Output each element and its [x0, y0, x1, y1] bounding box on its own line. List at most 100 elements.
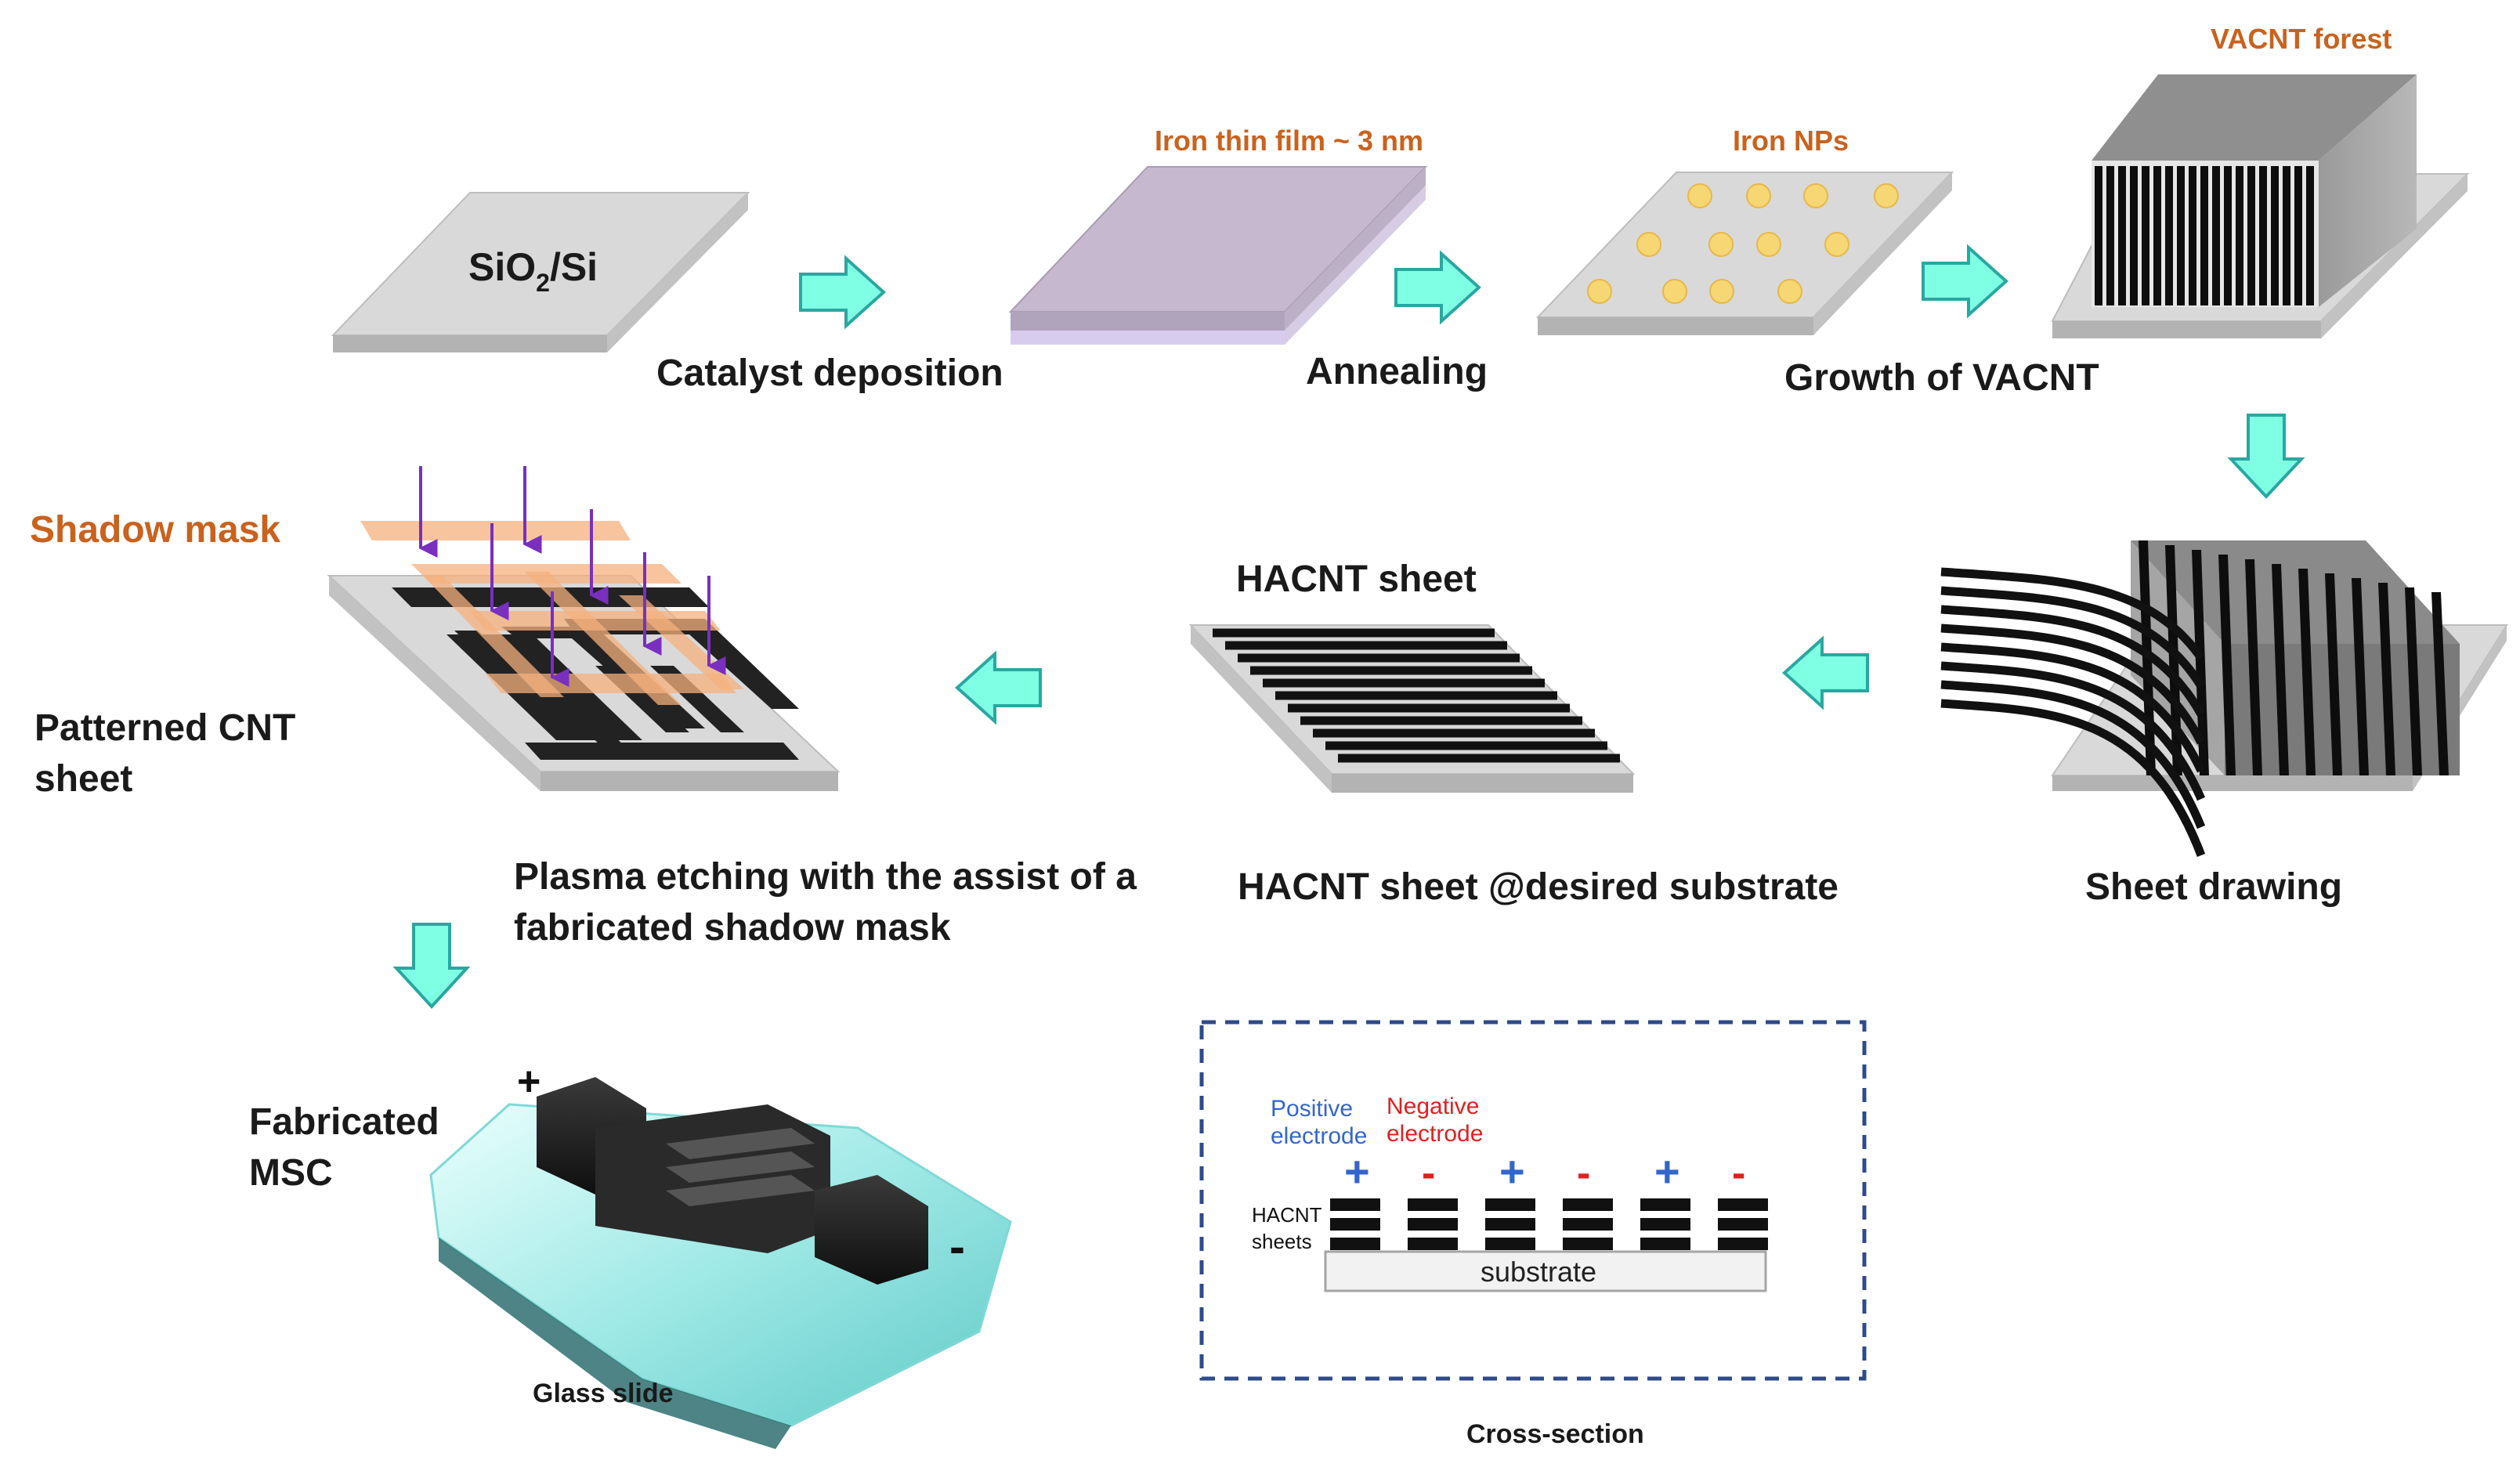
polarity-sign: +	[1344, 1147, 1370, 1196]
vacnt-forest-label: VACNT forest	[2211, 23, 2392, 55]
vacnt-tube	[2259, 166, 2267, 305]
negative-electrode-label-1: Negative	[1387, 1093, 1479, 1119]
patterned-cnt-label-1: Patterned CNT	[34, 707, 295, 749]
drawn-sheet-strand	[1940, 642, 2205, 773]
iron-nps-substrate	[1535, 172, 1954, 335]
sheet-drawing-label: Sheet drawing	[2085, 866, 2342, 908]
iron-film-substrate	[1008, 166, 1428, 345]
flow-arrow-right-3	[1922, 244, 2008, 319]
plasma-label-1: Plasma etching with the assist of a	[514, 856, 1137, 898]
hacnt-sheet-layer	[1640, 1218, 1690, 1231]
iron-nanoparticle	[1636, 232, 1661, 257]
iron-nanoparticle	[1662, 279, 1687, 304]
hacnt-sheets-label-1: HACNT	[1252, 1203, 1322, 1227]
vacnt-tube	[2095, 166, 2102, 305]
vacnt-tube	[2189, 166, 2196, 305]
iron-nanoparticles	[1587, 183, 1899, 304]
hacnt-sheet-lines	[1213, 628, 1620, 763]
hacnt-sheet-layer	[1330, 1238, 1380, 1250]
hacnt-sheet-layer	[1485, 1198, 1535, 1211]
drawn-cnt-sheets	[1940, 567, 2206, 857]
positive-electrode-label-1: Positive	[1271, 1096, 1353, 1122]
fabricated-msc-device	[429, 1077, 1012, 1449]
flow-arrow-down-2	[392, 923, 471, 1009]
vacnt-tube	[2271, 166, 2279, 305]
vacnt-tube	[2294, 166, 2302, 305]
negative-electrode-label-2: electrode	[1387, 1121, 1483, 1147]
shadow-mask-label: Shadow mask	[30, 509, 280, 551]
flow-arrow-left-1	[1782, 635, 1869, 710]
iron-nanoparticle	[1874, 183, 1899, 208]
iron-nanoparticle	[1687, 183, 1712, 208]
sio2-si-substrate	[331, 192, 750, 352]
vacnt-tube	[2165, 166, 2173, 305]
hacnt-sheet-layer	[1563, 1218, 1613, 1231]
vacnt-tube	[2130, 166, 2138, 305]
hacnt-sheet-layer	[1330, 1218, 1380, 1231]
positive-electrode-label-2: electrode	[1271, 1123, 1367, 1149]
cross-section-box	[1199, 1020, 1867, 1381]
drawn-sheet-strand	[1940, 680, 2206, 829]
hacnt-sheet-layer	[1485, 1218, 1535, 1231]
substrate-label: SiO2/Si	[468, 245, 598, 297]
hacnt-sheet-layer	[1640, 1198, 1690, 1211]
vacnt-tube	[2298, 569, 2316, 775]
vacnt-tube	[2236, 166, 2243, 305]
drawn-sheet-strand	[1940, 605, 2205, 717]
hacnt-sheet-substrate-label: HACNT sheet @desired substrate	[1238, 866, 1838, 908]
growth-vacnt-label: Growth of VACNT	[1784, 357, 2099, 399]
shadow-mask	[360, 521, 744, 705]
vacnt-tube	[2245, 559, 2262, 775]
hacnt-sheets-label-2: sheets	[1252, 1230, 1312, 1253]
vacnt-tube	[2118, 166, 2126, 305]
flow-arrow-right-2	[1394, 250, 1481, 325]
glass-slide-label: Glass slide	[533, 1379, 674, 1408]
flow-arrow-left-2	[955, 650, 1042, 725]
polarity-sign: -	[1577, 1151, 1590, 1196]
hacnt-sheet-label: HACNT sheet	[1236, 558, 1477, 600]
vacnt-tube	[2306, 166, 2314, 305]
flow-arrow-down-1	[2227, 414, 2305, 499]
drawn-sheet-strand	[1940, 661, 2206, 801]
vacnt-tube	[2106, 166, 2114, 305]
polarity-sign: +	[1499, 1147, 1525, 1196]
vacnt-tube	[2352, 578, 2369, 775]
msc-plus-sign: +	[517, 1059, 541, 1104]
vacnt-tube	[2218, 555, 2236, 775]
iron-nanoparticle	[1709, 279, 1734, 304]
vacnt-tube	[2165, 545, 2182, 775]
iron-nanoparticle	[1824, 232, 1849, 257]
vacnt-tube	[2431, 592, 2449, 775]
drawn-sheet-strand	[1940, 623, 2205, 745]
hacnt-sheet-layer	[1718, 1218, 1768, 1231]
vacnt-tube	[2325, 573, 2342, 775]
vacnt-forest-tubes	[2095, 166, 2314, 305]
vacnt-tube	[2200, 166, 2208, 305]
cross-section-substrate-label: substrate	[1481, 1256, 1596, 1288]
vacnt-tube	[2153, 166, 2161, 305]
hacnt-sheet-layer	[1408, 1198, 1458, 1211]
polarity-sign: -	[1422, 1151, 1435, 1196]
plasma-label-2: fabricated shadow mask	[514, 907, 951, 949]
catalyst-deposition-label: Catalyst deposition	[656, 352, 1003, 394]
iron-nanoparticle	[1708, 232, 1734, 257]
annealing-label: Annealing	[1306, 351, 1488, 392]
sheet-drawing-tubes	[2139, 540, 2449, 775]
vacnt-tube	[2378, 583, 2395, 775]
iron-nanoparticle	[1746, 183, 1771, 208]
cross-section-electrode-stacks	[1330, 1198, 1768, 1250]
hacnt-sheet-layer	[1718, 1238, 1768, 1250]
drawn-sheet-strand	[1940, 586, 2205, 689]
vacnt-tube	[2142, 166, 2149, 305]
vacnt-tube	[2283, 166, 2290, 305]
vacnt-tube	[2405, 587, 2422, 775]
fabricated-label-1: Fabricated	[249, 1101, 439, 1143]
fabricated-label-2: MSC	[249, 1152, 333, 1194]
hacnt-sheet-layer	[1408, 1218, 1458, 1231]
iron-nanoparticle	[1756, 232, 1781, 257]
iron-nanoparticle	[1777, 279, 1802, 304]
msc-minus-sign: -	[949, 1220, 965, 1273]
cross-section-polarity: +-+-+-	[1344, 1147, 1745, 1196]
